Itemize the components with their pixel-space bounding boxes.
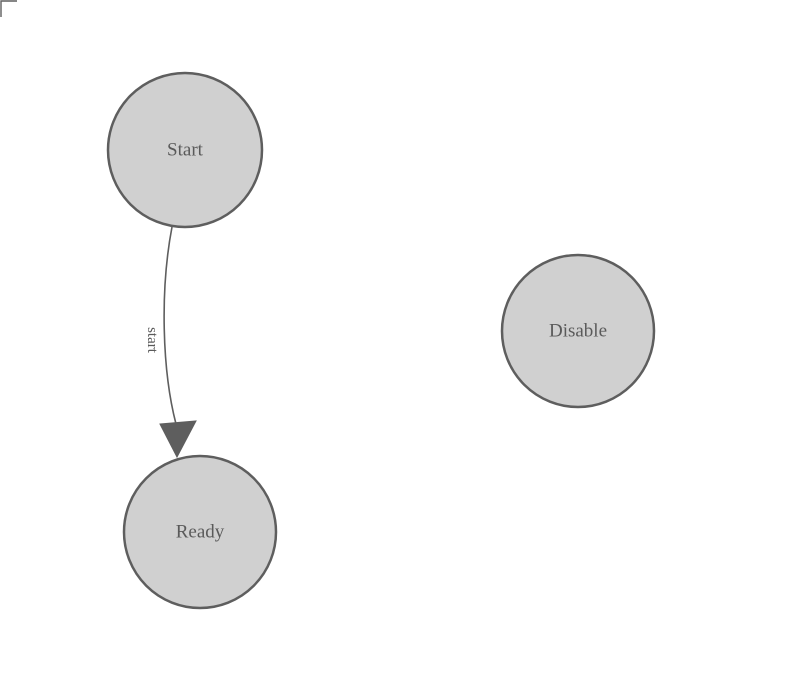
- node-disable[interactable]: Disable: [500, 253, 656, 409]
- node-start-circle[interactable]: [106, 71, 264, 229]
- arrowhead-icon: [159, 420, 197, 459]
- node-ready[interactable]: Ready: [122, 454, 278, 610]
- node-start[interactable]: Start: [106, 71, 264, 229]
- node-ready-label: Ready: [176, 522, 225, 543]
- edge-label-start: start: [144, 327, 160, 354]
- top-left-corner-mark: [0, 0, 17, 17]
- edge-start-to-ready[interactable]: start: [144, 226, 197, 459]
- node-disable-circle[interactable]: [500, 253, 656, 409]
- node-disable-label: Disable: [549, 321, 607, 342]
- edge-line: [163, 226, 177, 425]
- node-start-label: Start: [167, 140, 204, 161]
- node-ready-circle[interactable]: [122, 454, 278, 610]
